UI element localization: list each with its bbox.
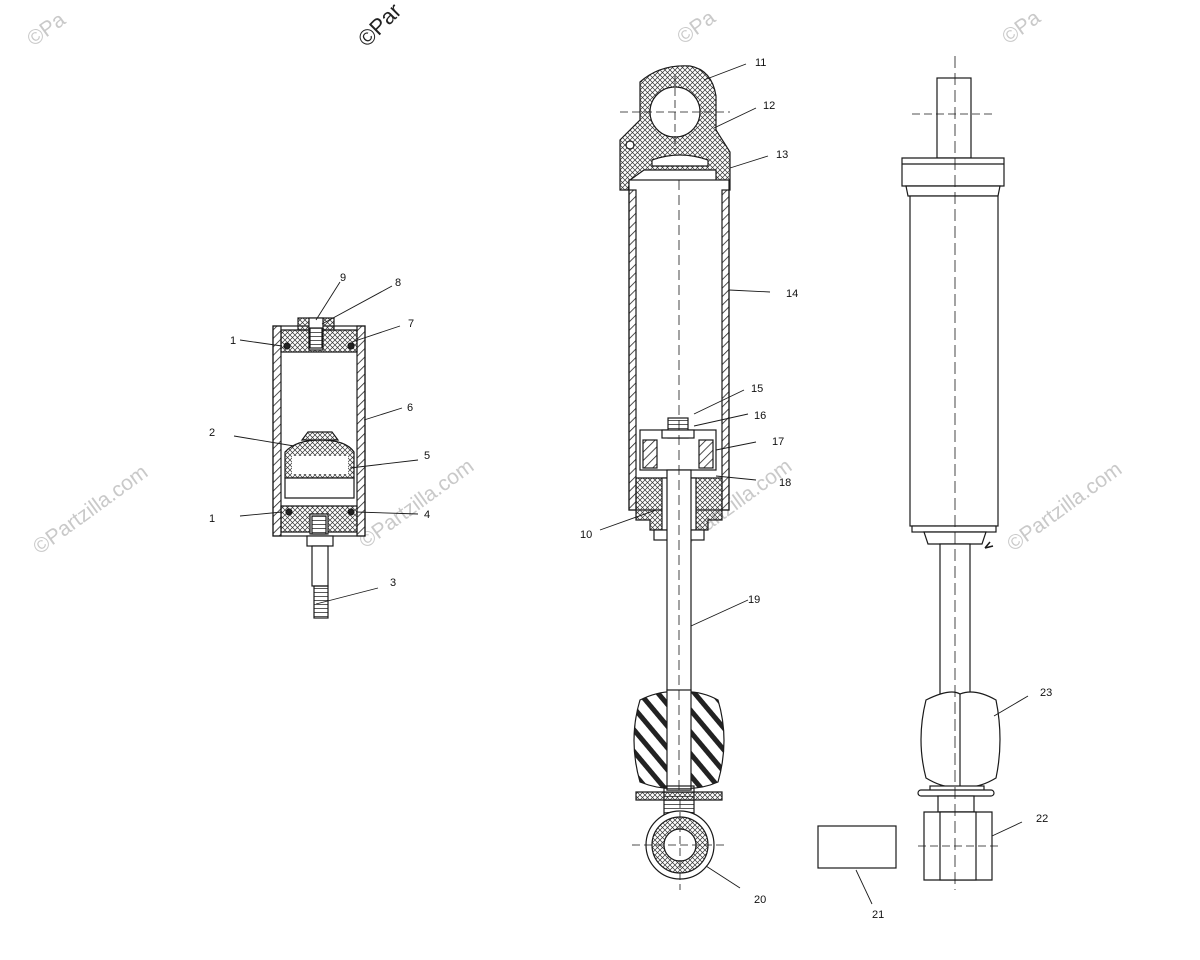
callout-17: 17: [772, 436, 784, 448]
callout-4: 4: [424, 509, 430, 521]
callout-22: 22: [1036, 813, 1048, 825]
leader-lines: [233, 63, 1029, 905]
callout-18: 18: [779, 477, 791, 489]
callout-20: 20: [754, 894, 766, 906]
callout-7: 7: [408, 318, 414, 330]
callout-19: 19: [748, 594, 760, 606]
callout-23: 23: [1040, 687, 1052, 699]
callout-11: 11: [755, 57, 766, 69]
callout-10: 10: [580, 529, 592, 541]
callout-16: 16: [754, 410, 766, 422]
callout-8: 8: [395, 277, 401, 289]
callout-3: 3: [390, 577, 396, 589]
callout-9: 9: [340, 272, 346, 284]
callout-6: 6: [407, 402, 413, 414]
callout-12: 12: [763, 100, 775, 112]
reservoir-assembly: [272, 317, 366, 619]
callout-15: 15: [751, 383, 763, 395]
callout-1-lower: 1: [209, 513, 215, 525]
shock-cutaway: [619, 65, 731, 890]
callout-labels: 1 2 3 4 5 6 7 8 9 10 11 12 13 14 15 16 1…: [209, 57, 1052, 921]
callout-2: 2: [209, 427, 215, 439]
callout-13: 13: [776, 149, 788, 161]
callout-1-upper: 1: [230, 335, 236, 347]
callout-21: 21: [872, 909, 884, 921]
callout-14: 14: [786, 288, 798, 300]
shock-exterior: [817, 56, 1005, 890]
callout-5: 5: [424, 450, 430, 462]
